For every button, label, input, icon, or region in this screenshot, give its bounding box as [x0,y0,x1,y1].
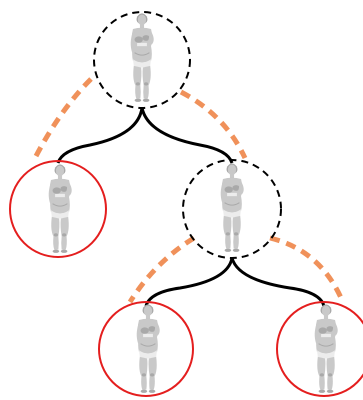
node-circle [9,160,107,258]
tree-node-right-internal [182,159,282,259]
tree-node-bottom-left-leaf [98,301,194,397]
node-circle [93,11,191,109]
body-scan-figure [314,303,339,394]
tree-edge [144,257,234,307]
body-scan-figure [220,162,245,253]
body-scan-figure [130,12,155,103]
node-circle [182,159,282,259]
body-scan-figure [136,303,161,394]
body-scan-figure [48,163,73,254]
node-circle [98,301,194,397]
tree-edge [56,107,144,164]
split-arc-root [32,77,93,160]
split-arc-right-internal [127,235,196,304]
split-arc-right-internal [269,235,345,302]
split-arc-root [179,89,248,160]
tree-edge [230,257,326,307]
tree-edge [140,107,234,164]
node-circle [276,301,363,397]
tree-node-bottom-right-leaf [276,301,363,397]
tree-node-root [93,11,191,109]
tree-node-left-leaf [9,160,107,258]
